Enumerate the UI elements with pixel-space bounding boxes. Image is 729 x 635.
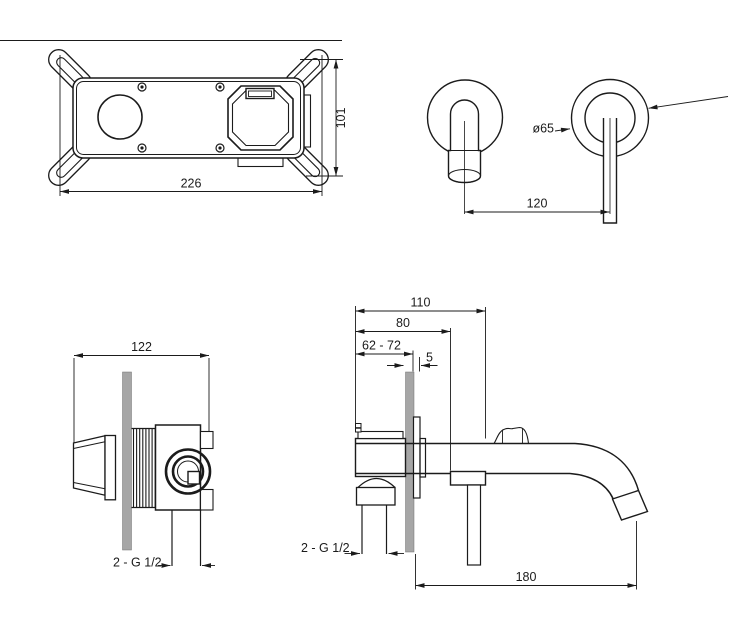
- spout-curve-inner: [569, 472, 614, 499]
- spout-aerator-tip: [611, 489, 649, 521]
- view-rough-in-box-top: 226 101: [48, 49, 348, 196]
- box-body-inner-line: [76, 81, 301, 155]
- handle-collar-side: [449, 470, 487, 486]
- handle-callout-leader: [648, 96, 729, 110]
- valve-thread-section: [131, 427, 156, 509]
- box-square-opening-outer: [227, 85, 294, 151]
- escutcheon-plate-side: [412, 416, 421, 499]
- view-valve-side: 122 2 - G 1/2: [72, 340, 215, 570]
- installed-connection-label: 2 - G 1/2: [301, 541, 350, 555]
- box-right-tab: [303, 94, 312, 148]
- box-round-opening: [97, 94, 143, 140]
- escutcheon-diameter-leader: [554, 127, 571, 133]
- body-depth-dim-label: 80: [396, 316, 410, 330]
- spout-curve-outer: [574, 442, 640, 491]
- box-height-dim-label: 101: [334, 108, 348, 129]
- box-width-dim-label: 226: [181, 177, 202, 191]
- cartridge-middle-ring: [171, 455, 205, 488]
- escutcheon-diameter-label: ø65: [532, 122, 554, 136]
- spout-reach-dim-label: 180: [516, 570, 537, 584]
- handle-lever-side: [466, 484, 482, 566]
- box-square-top-insert-inner: [248, 90, 272, 97]
- center-distance-dim-label: 120: [527, 197, 548, 211]
- view-installed-side: 110 80 62 - 72 5 180 2 - G 1/2: [301, 296, 649, 590]
- inwall-valve-top-plate: [357, 430, 404, 440]
- inwall-valve-lower-block: [355, 486, 396, 506]
- box-bottom-tab: [237, 157, 284, 168]
- box-square-opening-inner: [231, 89, 290, 147]
- valve-bracket-top: [199, 430, 214, 450]
- box-screw-holes: [137, 82, 225, 153]
- total-depth-dim-label: 110: [411, 296, 431, 310]
- cartridge-cap-profile: [493, 426, 530, 444]
- valve-connection-label: 2 - G 1/2: [113, 556, 162, 570]
- valve-depth-dim-label: 122: [131, 340, 152, 354]
- spout-wall-flange: [419, 437, 427, 478]
- box-square-top-insert: [245, 87, 275, 100]
- trim-cone-flange: [104, 434, 117, 501]
- view-trim-front: 120 ø65: [426, 78, 729, 224]
- inwall-valve-dome: [357, 477, 396, 488]
- valve-bracket-bottom: [199, 488, 214, 511]
- wall-section: [405, 371, 415, 553]
- rough-in-range-dim-label: 62 - 72: [362, 339, 401, 353]
- cartridge-outer-ring: [164, 448, 212, 495]
- cartridge-stem-key: [187, 470, 201, 485]
- wall-section: [122, 371, 132, 551]
- plate-thickness-dim-label: 5: [426, 351, 433, 365]
